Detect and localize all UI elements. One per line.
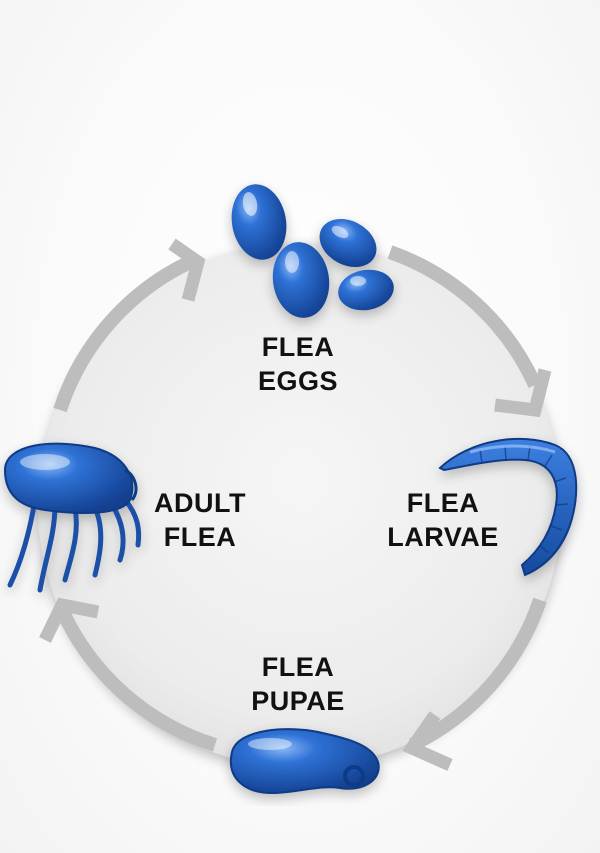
stage-adult-line2: FLEA	[163, 522, 237, 552]
cycle-disc	[38, 243, 562, 767]
arrowhead-3	[39, 597, 100, 643]
arrow-eggs-to-larvae	[387, 245, 542, 388]
stage-label-eggs: FLEA EGGS	[213, 330, 383, 398]
stage-adult-line1: ADULT	[154, 488, 246, 518]
stage-pupae-line2: PUPAE	[251, 686, 345, 716]
stage-larvae-line2: LARVAE	[387, 522, 499, 552]
stage-label-adult: ADULT FLEA	[115, 486, 285, 554]
flea-eggs-icon	[231, 184, 394, 318]
arrowheads	[39, 238, 552, 771]
arrowhead-2	[402, 711, 453, 771]
flea-larva-icon	[438, 437, 578, 577]
stage-eggs-line1: FLEA	[261, 332, 335, 362]
stage-label-pupae: FLEA PUPAE	[213, 650, 383, 718]
cycle-arrows	[53, 245, 547, 752]
arrowhead-1	[494, 368, 552, 418]
adult-flea-icon	[3, 442, 142, 593]
stage-pupae-line1: FLEA	[261, 652, 335, 682]
arrow-pupae-to-adult	[55, 607, 218, 752]
arrow-adult-to-eggs	[53, 255, 194, 413]
stage-eggs-line2: EGGS	[257, 366, 339, 396]
arrowhead-4	[168, 238, 206, 302]
stage-larvae-line1: FLEA	[406, 488, 480, 518]
flea-pupa-icon	[229, 728, 380, 795]
arrow-larvae-to-pupae	[408, 597, 547, 752]
stage-label-larvae: FLEA LARVAE	[358, 486, 528, 554]
